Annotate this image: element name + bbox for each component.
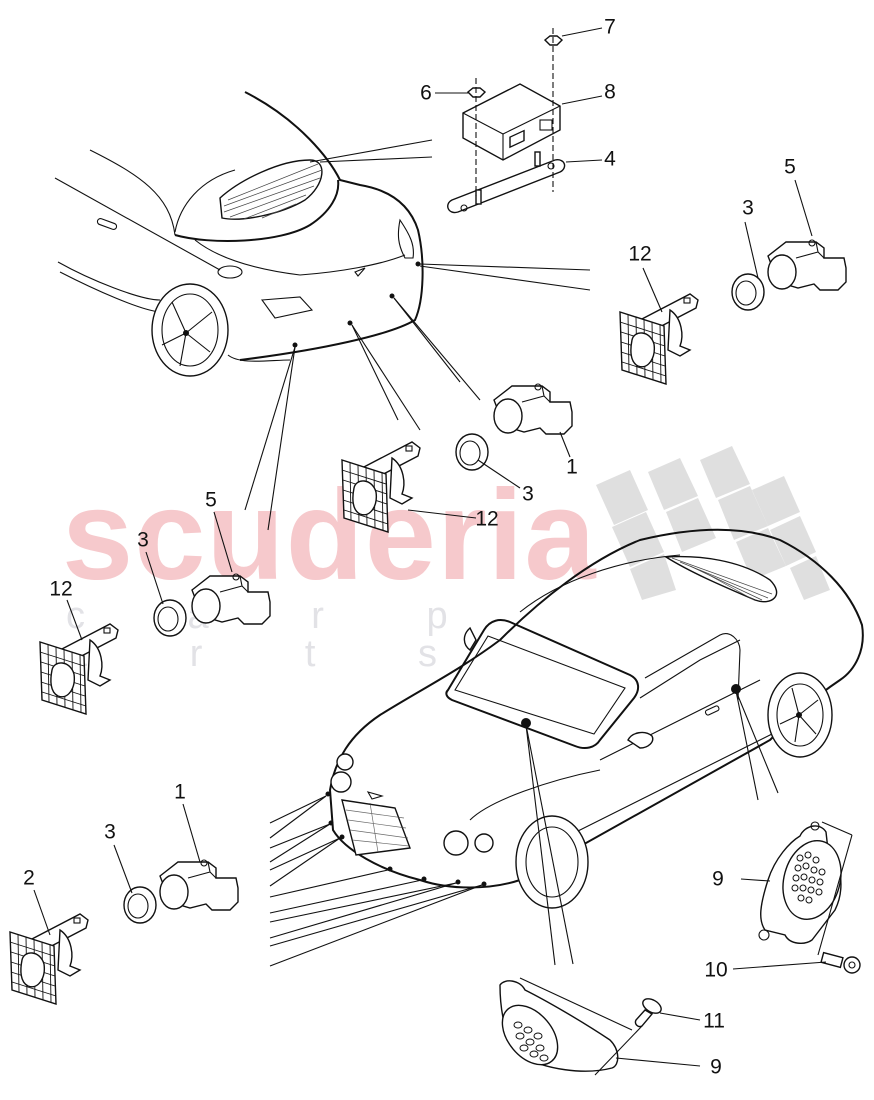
callout-3-ring-rear-right: 3	[742, 196, 754, 220]
callout-5-sensor-rear-left: 5	[205, 488, 217, 512]
callout-1-sensor-front: 1	[174, 780, 186, 804]
callout-6-nut: 6	[420, 81, 432, 105]
control-unit-assembly	[435, 27, 603, 214]
checkered-flag-watermark	[596, 446, 830, 600]
callout-11-rivet: 11	[703, 1009, 725, 1033]
callout-9-buzzer-rear: 9	[712, 867, 724, 891]
rear-left-sensor-group	[39, 511, 271, 715]
watermark-scuderia: scuderia	[62, 464, 597, 607]
callout-1-sensor-rear-inner: 1	[566, 455, 578, 479]
rear-buzzer-group	[732, 821, 861, 974]
callout-5-sensor-rear-right: 5	[784, 155, 796, 179]
callout-8-control-unit: 8	[604, 80, 616, 104]
callout-3-ring-rear-left: 3	[137, 528, 149, 552]
callout-2-holder-front: 2	[23, 866, 35, 890]
front-left-sensor-group	[9, 803, 239, 1005]
rear-inner-sensor-group	[341, 383, 573, 533]
callout-12-holder-rear-inner: 12	[475, 507, 499, 531]
callout-10-bolt: 10	[704, 958, 728, 982]
rear-vehicle-view	[54, 91, 591, 531]
bolt-10	[820, 951, 861, 974]
callout-12-holder-rear-right: 12	[628, 242, 652, 266]
rear-right-sensor-group	[619, 179, 847, 385]
front-vehicle-view	[269, 528, 864, 967]
front-buzzer-group	[499, 977, 701, 1076]
callout-4-bracket: 4	[604, 147, 616, 171]
callout-3-ring-front: 3	[104, 820, 116, 844]
rivet-11	[634, 998, 662, 1028]
callout-9-buzzer-front: 9	[710, 1055, 722, 1079]
callout-7-nut: 7	[604, 15, 616, 39]
callout-3-ring-rear-inner: 3	[522, 482, 534, 506]
callout-12-holder-rear-left: 12	[49, 577, 73, 601]
